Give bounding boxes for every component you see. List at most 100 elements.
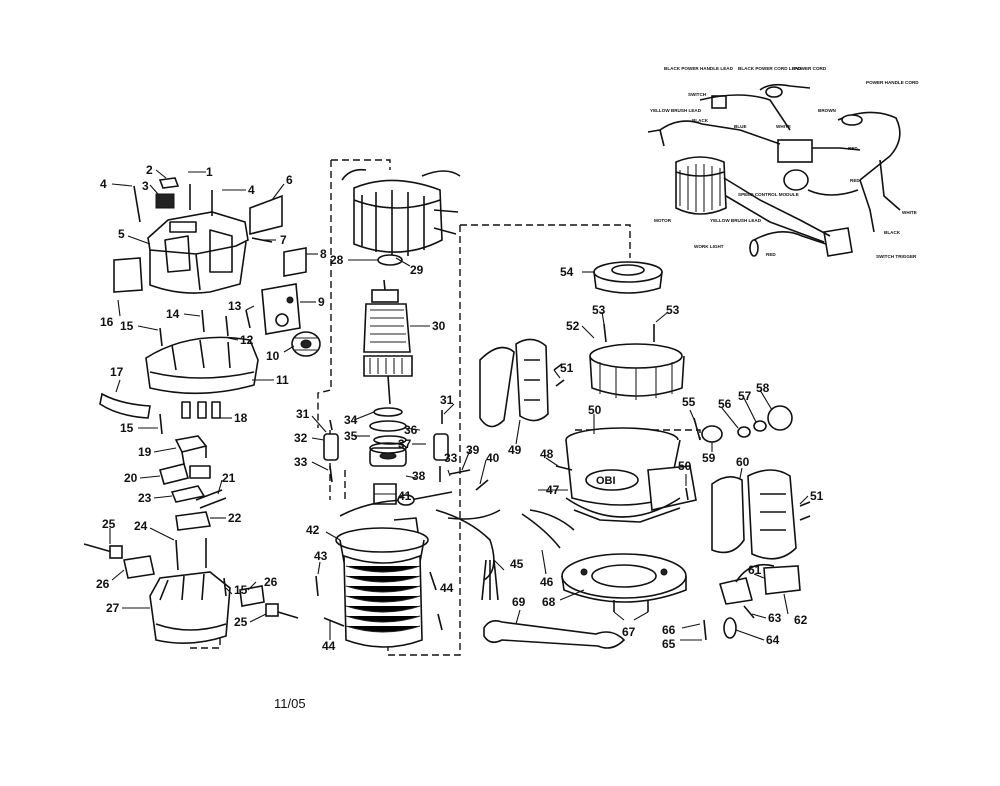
callout-31: 31 <box>296 407 310 421</box>
svg-text:BLACK: BLACK <box>692 118 709 123</box>
wiring-label-power-handle-cord: POWER HANDLE CORD <box>866 80 919 85</box>
callout-2: 2 <box>146 163 153 177</box>
callout-68: 68 <box>542 595 556 609</box>
wiring-label-white: WHITE <box>776 124 791 129</box>
svg-text:BLACK POWER CORD LEAD: BLACK POWER CORD LEAD <box>738 66 802 71</box>
callout-34: 34 <box>344 413 358 427</box>
svg-text:BLACK: BLACK <box>884 230 901 235</box>
field-mount-assembly <box>99 283 321 435</box>
wiring-label-red-3: RED <box>766 252 776 257</box>
callout-33: 33 <box>294 455 308 469</box>
base-housing-47: OBI <box>555 427 697 523</box>
svg-text:POWER CORD: POWER CORD <box>794 66 827 71</box>
callout-13: 13 <box>228 299 242 313</box>
wiring-label-black-power-cord-lead: BLACK POWER CORD LEAD <box>738 66 802 71</box>
callout-56: 56 <box>718 397 732 411</box>
wiring-label-power-cord: POWER CORD <box>794 66 827 71</box>
callout-45: 45 <box>510 557 524 571</box>
callout-25: 25 <box>102 517 116 531</box>
callout-57: 57 <box>738 389 752 403</box>
wiring-label-yellow-brush-lead: YELLOW BRUSH LEAD <box>650 108 702 113</box>
callout-66: 66 <box>662 623 676 637</box>
callout-38: 38 <box>412 469 426 483</box>
switch-and-light-61-66 <box>703 563 801 641</box>
callout-60: 60 <box>736 455 750 469</box>
callout-46: 46 <box>540 575 554 589</box>
callout-41: 41 <box>398 489 412 503</box>
wiring-label-yellow-brush-lead-2: YELLOW BRUSH LEAD <box>710 218 762 223</box>
callout-29: 29 <box>410 263 424 277</box>
callout-50b: 50 <box>678 459 692 473</box>
wrench-69 <box>483 620 626 649</box>
callout-53: 53 <box>592 303 606 317</box>
svg-text:WHITE: WHITE <box>776 124 791 129</box>
wiring-label-white-2: WHITE <box>902 210 917 215</box>
svg-text:POWER HANDLE CORD: POWER HANDLE CORD <box>866 80 919 85</box>
svg-text:RED: RED <box>848 146 858 151</box>
callout-31b: 31 <box>440 393 454 407</box>
wiring-label-switch-trigger: SWITCH TRIGGER <box>876 254 917 259</box>
callout-67: 67 <box>622 625 636 639</box>
callout-42: 42 <box>306 523 320 537</box>
callout-18: 18 <box>234 411 248 425</box>
svg-text:BROWN: BROWN <box>818 108 837 113</box>
callout-40: 40 <box>486 451 500 465</box>
field-assembly <box>341 168 461 266</box>
callout-8: 8 <box>320 247 327 261</box>
callout-22: 22 <box>228 511 242 525</box>
callout-39: 39 <box>466 443 480 457</box>
brush-holder-assembly <box>159 435 227 571</box>
wiring-label-work-light: WORK LIGHT <box>694 244 724 249</box>
handle-right-60 <box>711 469 811 560</box>
sub-base-68 <box>561 553 687 612</box>
brush-end-cap-assembly <box>83 543 299 644</box>
svg-text:MOTOR: MOTOR <box>654 218 672 223</box>
svg-text:SWITCH TRIGGER: SWITCH TRIGGER <box>876 254 917 259</box>
armature <box>363 279 413 405</box>
callout-19: 19 <box>138 445 152 459</box>
callout-65: 65 <box>662 637 676 651</box>
callout-52: 52 <box>566 319 580 333</box>
callout-27: 27 <box>106 601 120 615</box>
callout-4: 4 <box>100 177 107 191</box>
motor-housing-assembly <box>315 517 443 648</box>
collar-assembly <box>589 261 685 400</box>
svg-text:WHITE: WHITE <box>902 210 917 215</box>
callout-59: 59 <box>702 451 716 465</box>
callout-32: 32 <box>294 431 308 445</box>
wiring-label-black-power-handle-lead: BLACK POWER HANDLE LEAD <box>664 66 734 71</box>
callout-3: 3 <box>142 179 149 193</box>
svg-text:BLUE: BLUE <box>734 124 747 129</box>
callout-62: 62 <box>794 613 808 627</box>
callout-20: 20 <box>124 471 138 485</box>
callout-16: 16 <box>100 315 114 329</box>
callout-6: 6 <box>286 173 293 187</box>
wiring-label-switch: SWITCH <box>688 92 707 97</box>
wiring-label-red-2: RED <box>850 178 860 183</box>
callout-numbers: 1 2 3 4 4 5 6 7 8 9 10 11 12 13 14 15 15… <box>96 163 824 653</box>
svg-text:WORK LIGHT: WORK LIGHT <box>694 244 724 249</box>
wiring-label-red: RED <box>848 146 858 151</box>
svg-text:BLACK POWER HANDLE LEAD: BLACK POWER HANDLE LEAD <box>664 66 734 71</box>
callout-44b: 44 <box>322 639 336 653</box>
callout-24: 24 <box>134 519 148 533</box>
callout-61: 61 <box>748 563 762 577</box>
callout-21: 21 <box>222 471 236 485</box>
callout-15: 15 <box>120 319 134 333</box>
wiring-diagram: BLACK POWER HANDLE LEAD BLACK POWER CORD… <box>647 66 919 259</box>
svg-text:RED: RED <box>766 252 776 257</box>
callout-11: 11 <box>276 373 289 387</box>
callout-9: 9 <box>318 295 325 309</box>
callout-44: 44 <box>440 581 454 595</box>
handle-left-49 <box>479 338 565 428</box>
callout-37: 37 <box>398 437 412 451</box>
callout-26: 26 <box>96 577 110 591</box>
callout-51: 51 <box>560 361 574 375</box>
callout-64: 64 <box>766 633 780 647</box>
callout-69: 69 <box>512 595 526 609</box>
cords-45-46 <box>435 509 575 601</box>
callout-4b: 4 <box>248 183 255 197</box>
svg-text:SWITCH: SWITCH <box>688 92 707 97</box>
